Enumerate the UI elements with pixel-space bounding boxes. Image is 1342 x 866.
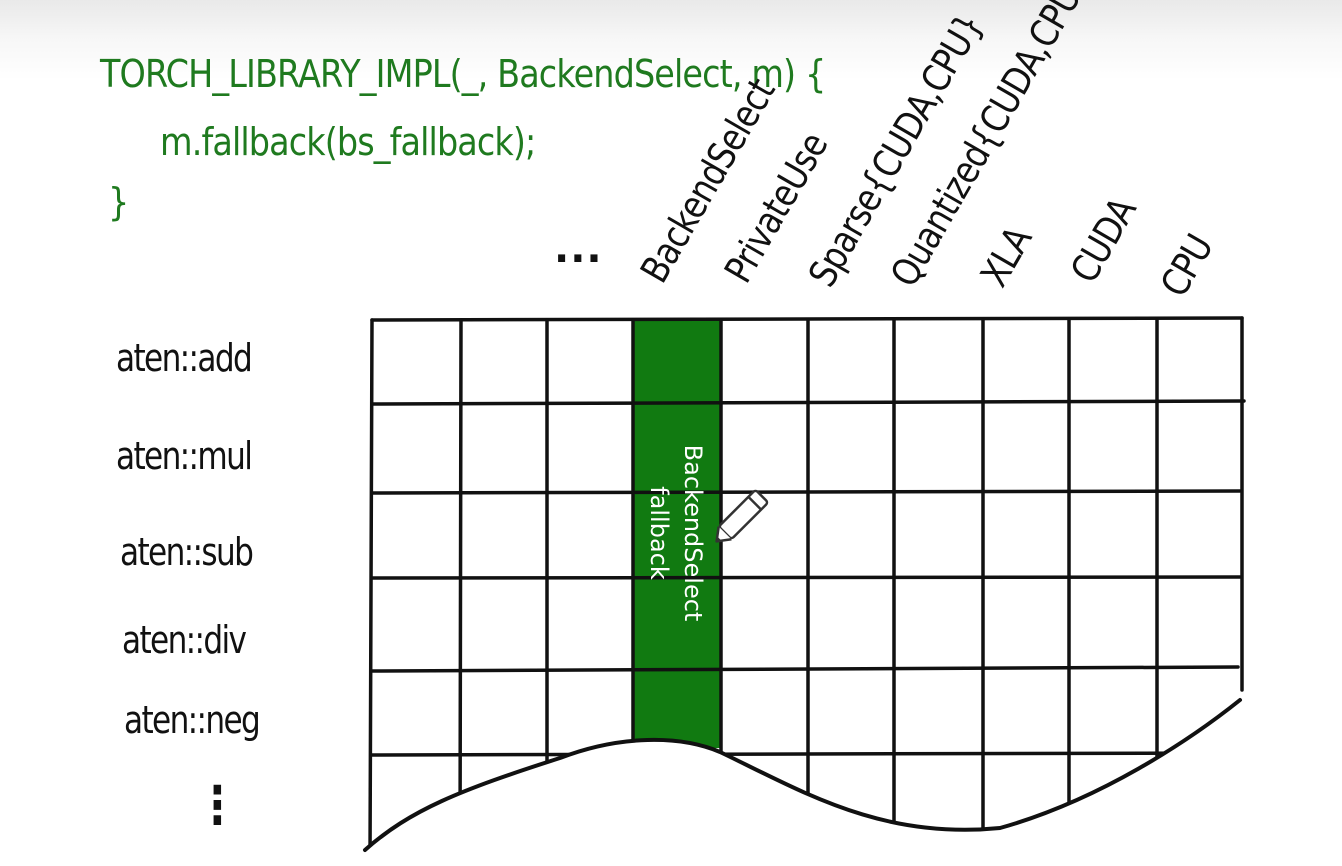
code-line-2: m.fallback(bs_fallback); bbox=[160, 120, 536, 164]
grid-hline-5 bbox=[370, 665, 1240, 673]
row-label-sub: aten::sub bbox=[120, 530, 254, 574]
wave-edge bbox=[363, 698, 1242, 852]
backendselect-fallback-column bbox=[633, 318, 721, 748]
fallback-label-line1: BackendSelect bbox=[679, 445, 707, 622]
grid-vline-2 bbox=[458, 318, 463, 850]
grid-vline-1 bbox=[368, 318, 374, 850]
code-line-3: } bbox=[108, 180, 129, 224]
row-ellipsis: ⋮ bbox=[196, 776, 239, 836]
row-label-neg: aten::neg bbox=[124, 698, 261, 742]
column-ellipsis: ... bbox=[554, 226, 603, 272]
row-label-add: aten::add bbox=[116, 336, 253, 380]
fallback-label-line2: fallback bbox=[645, 486, 673, 580]
grid-hline-4 bbox=[370, 575, 1242, 580]
grid-hline-3 bbox=[370, 489, 1242, 495]
code-line-1: TORCH_LIBRARY_IMPL(_, BackendSelect, m) … bbox=[100, 52, 826, 96]
row-label-mul: aten::mul bbox=[116, 434, 253, 478]
row-label-div: aten::div bbox=[122, 618, 247, 662]
pencil-icon bbox=[715, 489, 769, 543]
grid-hline-6 bbox=[370, 751, 1240, 757]
